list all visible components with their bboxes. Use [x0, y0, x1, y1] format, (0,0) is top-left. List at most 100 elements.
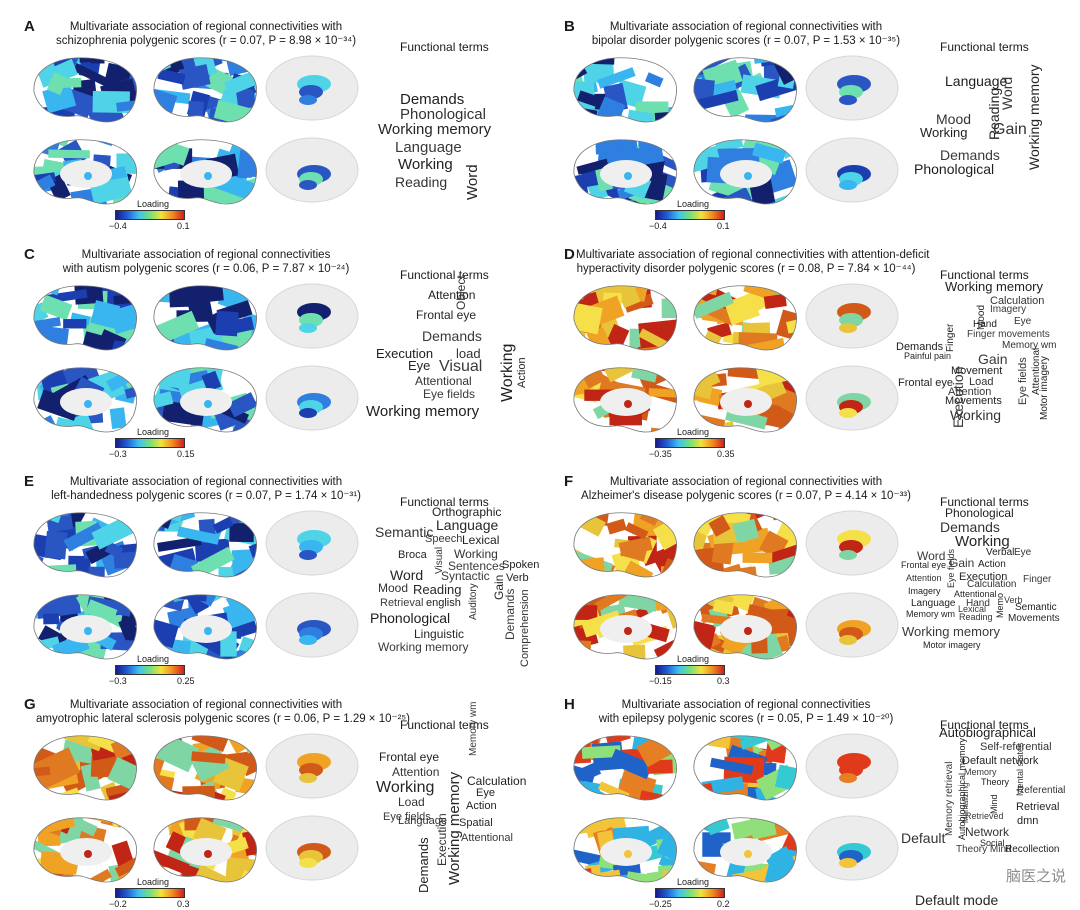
colorbar — [115, 438, 185, 448]
colorbar-max: 0.1 — [717, 221, 730, 231]
word-cloud-term: Load — [969, 376, 994, 388]
lateral-brain-surface — [688, 728, 803, 811]
word-cloud-term: Memory wm — [906, 609, 955, 619]
medial-brain-surface — [28, 587, 143, 670]
word-cloud-term: Action — [466, 800, 497, 812]
panel-label: A — [24, 18, 35, 35]
functional-terms-heading: Functional terms — [940, 495, 1029, 509]
word-cloud-term: Eye — [1014, 316, 1032, 327]
word-cloud-term: Mentalizing — [961, 782, 970, 823]
lateral-brain-surface — [688, 505, 803, 588]
word-cloud-term: Hand — [973, 319, 997, 330]
lateral-brain-surface — [568, 505, 683, 588]
subcortical-glass-brain — [262, 48, 362, 133]
panel-title: Multivariate association of regional con… — [576, 20, 916, 48]
colorbar-title: Loading — [137, 654, 170, 664]
medial-brain-surface — [148, 810, 263, 893]
word-cloud-term: Speech — [425, 533, 463, 545]
colorbar-max: 0.3 — [717, 676, 730, 686]
medial-brain-surface — [568, 810, 683, 893]
panel-title: Multivariate association of regional con… — [36, 475, 376, 503]
word-cloud-term: Self-referential — [980, 741, 1052, 753]
lateral-brain-surface — [148, 50, 263, 133]
panel-title-line: with epilepsy polygenic scores (r = 0.05… — [598, 713, 894, 725]
panel-title-line: with autism polygenic scores (r = 0.06, … — [62, 263, 350, 275]
medial-brain-surface — [568, 132, 683, 215]
word-cloud-term: Phonological — [400, 106, 486, 123]
word-cloud-term: Verb — [1004, 595, 1023, 605]
colorbar-min: −0.3 — [109, 676, 127, 686]
word-cloud-term: Mood — [936, 111, 972, 127]
word-cloud-term: Phonological — [914, 161, 995, 177]
panel-title-line: Multivariate association of regional con… — [69, 699, 343, 711]
medial-brain-surface — [148, 360, 263, 443]
panel-title: Multivariate association of regional con… — [576, 475, 916, 503]
colorbar-min: −0.4 — [109, 221, 127, 231]
panel-title-line: bipolar disorder polygenic scores (r = 0… — [591, 35, 901, 47]
subcortical-glass-brain — [802, 48, 902, 133]
subcortical-glass-brain — [802, 808, 902, 893]
word-cloud-term: Linguistic — [414, 627, 465, 641]
functional-terms-heading: Functional terms — [400, 40, 489, 54]
panel-title-line: Multivariate association of regional con… — [576, 249, 930, 261]
colorbar — [115, 665, 185, 675]
word-cloud-term: Action — [978, 559, 1006, 570]
word-cloud-term: Retrieval — [1016, 801, 1060, 813]
panel-label: E — [24, 473, 35, 490]
functional-terms-heading: Functional terms — [940, 268, 1029, 282]
word-cloud-term: Calculation — [967, 579, 1017, 590]
lateral-brain-surface — [568, 728, 683, 811]
medial-brain-surface — [568, 360, 683, 443]
colorbar — [655, 665, 725, 675]
watermark: 脑医之说 — [1005, 868, 1066, 885]
word-cloud-term: Lexical — [958, 604, 987, 614]
word-cloud-term: Language — [436, 517, 499, 533]
word-cloud-term: Demands — [896, 341, 944, 353]
word-cloud-term: Working — [955, 533, 1010, 550]
word-cloud-term: Autobiographical — [939, 725, 1036, 740]
medial-brain-surface — [148, 132, 263, 215]
word-cloud-term: Demands — [416, 837, 431, 893]
colorbar-min: −0.3 — [109, 449, 127, 459]
colorbar — [115, 210, 185, 220]
panel-title-line: hyperactivity disorder polygenic scores … — [576, 263, 916, 275]
word-cloud-term: Sentences — [448, 559, 505, 573]
word-cloud-term: Orthographic — [432, 505, 502, 519]
lateral-brain-surface — [688, 50, 803, 133]
word-cloud-term: Spatial — [459, 817, 493, 829]
word-cloud-term: Eye — [1014, 547, 1032, 558]
panel-title-line: Multivariate association of regional con… — [609, 21, 883, 33]
word-cloud-term: Default — [901, 830, 946, 846]
colorbar-min: −0.15 — [649, 676, 672, 686]
word-cloud-term: Gain — [993, 121, 1027, 138]
word-cloud-term: Syntactic — [441, 569, 490, 583]
word-cloud-term: Imagery — [908, 586, 941, 596]
word-cloud-term: Attentional — [954, 589, 997, 599]
word-cloud-term: Hand — [966, 598, 990, 609]
word-cloud-term: Finger — [1023, 574, 1052, 585]
word-cloud-term: Movements — [945, 395, 1002, 407]
medial-brain-surface — [688, 360, 803, 443]
colorbar — [655, 438, 725, 448]
colorbar-max: 0.35 — [717, 449, 735, 459]
panel-title-line: left-handedness polygenic scores (r = 0.… — [51, 490, 361, 502]
word-cloud-term: Comprehension — [519, 589, 531, 667]
word-cloud-term: Phonological — [945, 506, 1014, 520]
word-cloud-term: Motor imagery — [923, 640, 981, 650]
colorbar-max: 0.25 — [177, 676, 195, 686]
word-cloud-term: Demands — [503, 588, 517, 640]
panel-title-line: Alzheimer's disease polygenic scores (r … — [581, 490, 911, 502]
word-cloud-term: Eye fields — [946, 548, 956, 588]
subcortical-glass-brain — [802, 358, 902, 443]
colorbar-title: Loading — [677, 654, 710, 664]
word-cloud-term: Recollection — [1005, 844, 1060, 855]
word-cloud-term: Retrieval — [380, 597, 424, 609]
panel-title-line: schizophrenia polygenic scores (r = 0.07… — [55, 35, 357, 47]
word-cloud-term: Attention — [392, 765, 440, 779]
lateral-brain-surface — [28, 278, 143, 361]
word-cloud-term: Motor imagery — [1039, 356, 1050, 420]
colorbar-max: 0.15 — [177, 449, 195, 459]
colorbar-max: 0.2 — [717, 899, 730, 909]
word-cloud-term: Eye fields — [383, 811, 431, 823]
panel-title: Multivariate association of regional con… — [576, 248, 930, 276]
